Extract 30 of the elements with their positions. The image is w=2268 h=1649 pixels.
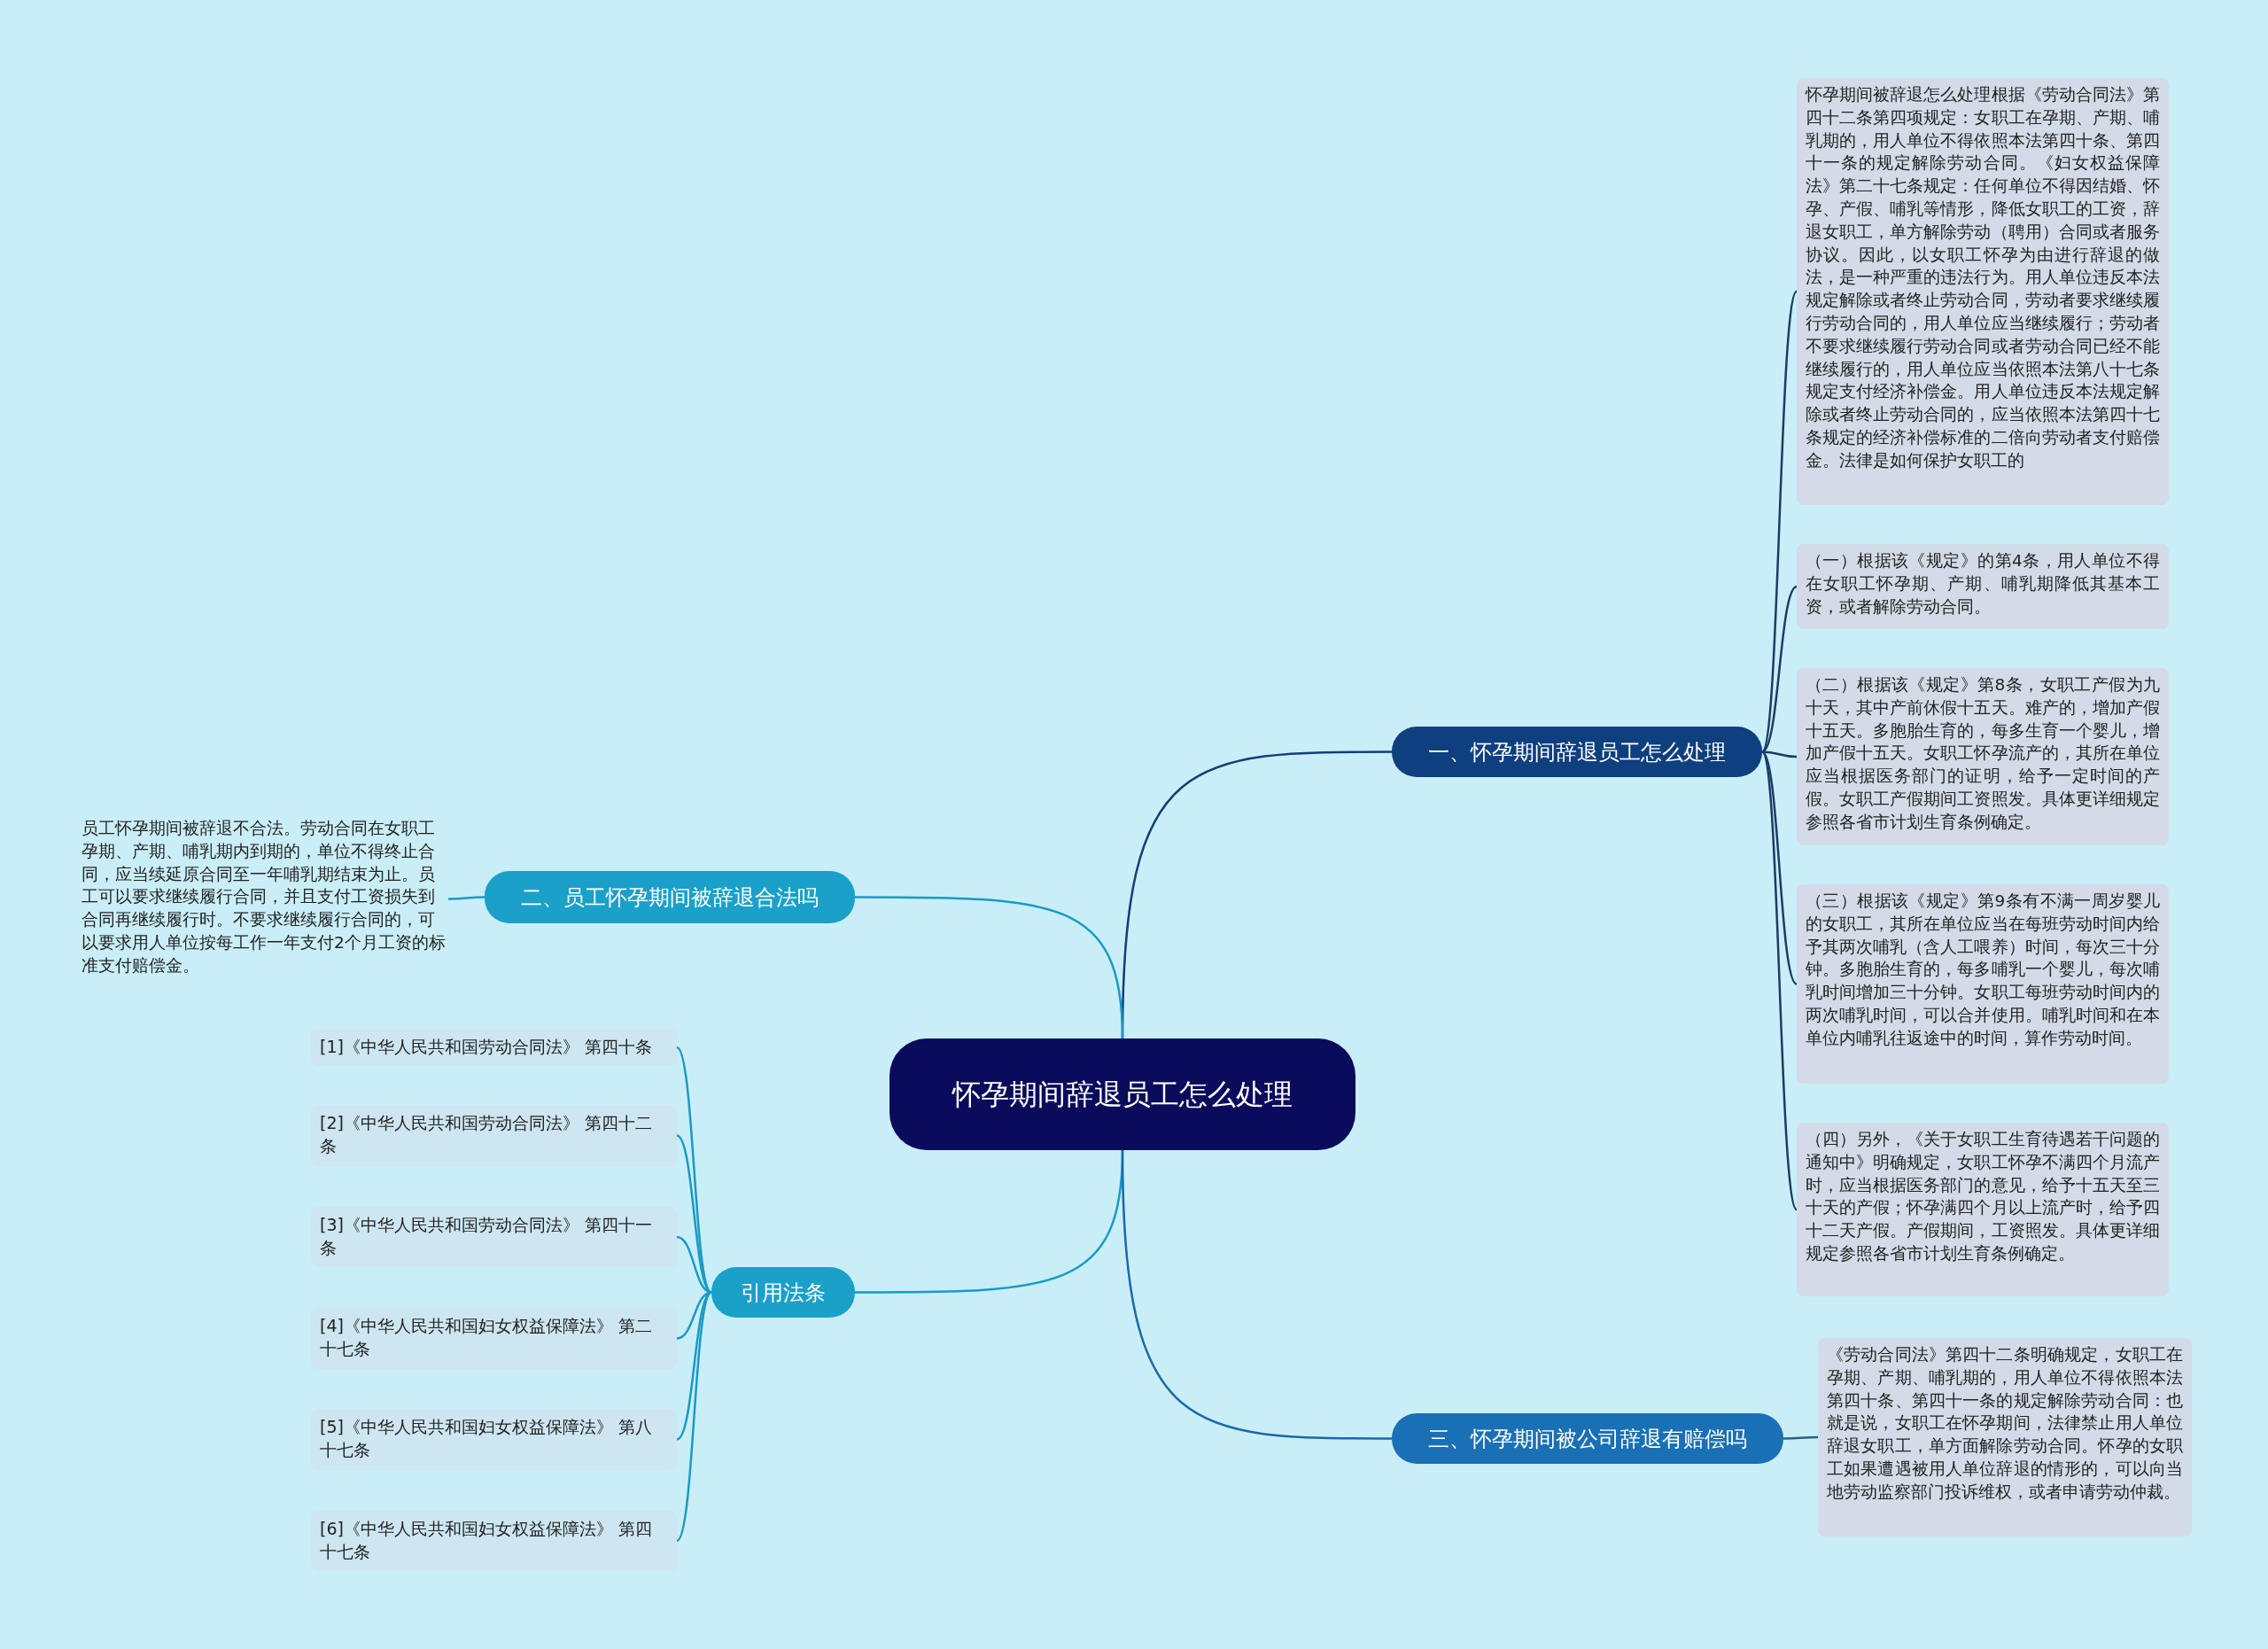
note-box: （二）根据该《规定》第8条，女职工产假为九十天，其中产前休假十五天。难产的，增加产假十五天。多胞胎生育的，每多生育一个婴儿，增加产假十五天。女职工怀孕流产的，其所在单位应当根据医务部门的证明，给予一定时间的产假。女职工产假期间工资照发。具体更详细规定参照各省市计划生育条例确定。 (1797, 668, 2169, 845)
topic-box: 引用法条 (711, 1267, 855, 1318)
topic-box: 一、怀孕期间辞退员工怎么处理 (1392, 727, 1762, 777)
topic-box: 三、怀孕期间被公司辞退有赔偿吗 (1392, 1413, 1783, 1464)
connector-line (676, 1134, 712, 1294)
connector-line (855, 896, 1124, 1039)
connector-line (676, 1046, 712, 1294)
reference-box: [1]《中华人民共和国劳动合同法》 第四十条 (311, 1029, 677, 1066)
reference-box: [2]《中华人民共和国劳动合同法》 第四十二条 (311, 1105, 677, 1166)
connector-line (1121, 1149, 1392, 1440)
connector-line (676, 1291, 712, 1542)
connector-line (1761, 586, 1798, 753)
note-box: （四）另外，《关于女职工生育待遇若干问题的通知中》明确规定，女职工怀孕不满四个月流产时，应当根据医务部门的意见，给予十五天至三十天的产假；怀孕满四个月以上流产时，给予四十二天产假。产假期间，工资照发。具体更详细规定参照各省市计划生育条例确定。 (1797, 1123, 2169, 1296)
note-box: 怀孕期间被辞退怎么处理根据《劳动合同法》第四十二条第四项规定：女职工在孕期、产期、哺乳期的，用人单位不得依照本法第四十条、第四十一条的规定解除劳动合同。《妇女权益保障法》第二十七条规定：任何单位不得因结婚、怀孕、产假、哺乳等情形，降低女职工的工资，辞退女职工，单方解除劳动（聘用）合同或者服务协议。因此，以女职工怀孕为由进行辞退的做法，是一种严重的违法行为。用人单位违反本法规定解除或者终止劳动合同，劳动者要求继续履行劳动合同的，用人单位应当继续履行；劳动者不要求继续履行劳动合同或者劳动合同已经不能继续履行的，用人单位应当依照本法第八十七条规定支付经济补偿金。用人单位违反本法规定解除或者终止劳动合同的，应当依照本法第四十七条规定的经济补偿标准的二倍向劳动者支付赔偿金。法律是如何保护女职工的 (1797, 78, 2169, 505)
connector-line (1783, 1435, 1818, 1440)
reference-box: [3]《中华人民共和国劳动合同法》 第四十一条 (311, 1207, 677, 1267)
connector-line (1760, 291, 1798, 752)
reference-box: [5]《中华人民共和国妇女权益保障法》 第八十七条 (311, 1409, 677, 1470)
connector-line (448, 896, 485, 900)
topic-box: 二、员工怀孕期间被辞退合法吗 (485, 871, 855, 923)
connector-line (1761, 751, 1798, 758)
note-box: （三）根据该《规定》第9条有不满一周岁婴儿的女职工，其所在单位应当在每班劳动时间内给予其两次哺乳（含人工喂养）时间，每次三十分钟。多胞胎生育的，每多哺乳一个婴儿，每次哺乳时间增加三十分钟。女职工每班劳动时间内的两次哺乳时间，可以合并使用。哺乳时间和在本单位内哺乳往返途中的时间，算作劳动时间。 (1797, 884, 2169, 1084)
connector-line (1760, 751, 1798, 1210)
connector-line (676, 1291, 712, 1441)
note-text: 员工怀孕期间被辞退不合法。劳动合同在女职工孕期、产期、哺乳期内到期的，单位不得终止合同，应当续延原合同至一年哺乳期结束为止。员工可以要求继续履行合同，并且支付工资损失到合同再继续履行时。不要求继续履行合同的，可以要求用人单位按每工作一年支付2个月工资的标准支付赔偿金。 (82, 817, 448, 981)
note-box: （一）根据该《规定》的第4条，用人单位不得在女职工怀孕期、产期、哺乳期降低其基本工资，或者解除劳动合同。 (1797, 544, 2169, 629)
central-topic: 怀孕期间辞退员工怎么处理 (889, 1038, 1355, 1150)
note-box: 《劳动合同法》第四十二条明确规定，女职工在孕期、产期、哺乳期的，用人单位不得依照本法第四十条、第四十一条的规定解除劳动合同：也就是说，女职工在怀孕期间，法律禁止用人单位辞退女职工，单方面解除劳动合同。怀孕的女职工如果遭遇被用人单位辞退的情形的，可以向当地劳动监察部门投诉维权，或者申请劳动仲裁。 (1818, 1338, 2192, 1536)
reference-box: [4]《中华人民共和国妇女权益保障法》 第二十七条 (311, 1308, 677, 1369)
reference-box: [6]《中华人民共和国妇女权益保障法》 第四十七条 (311, 1511, 677, 1571)
